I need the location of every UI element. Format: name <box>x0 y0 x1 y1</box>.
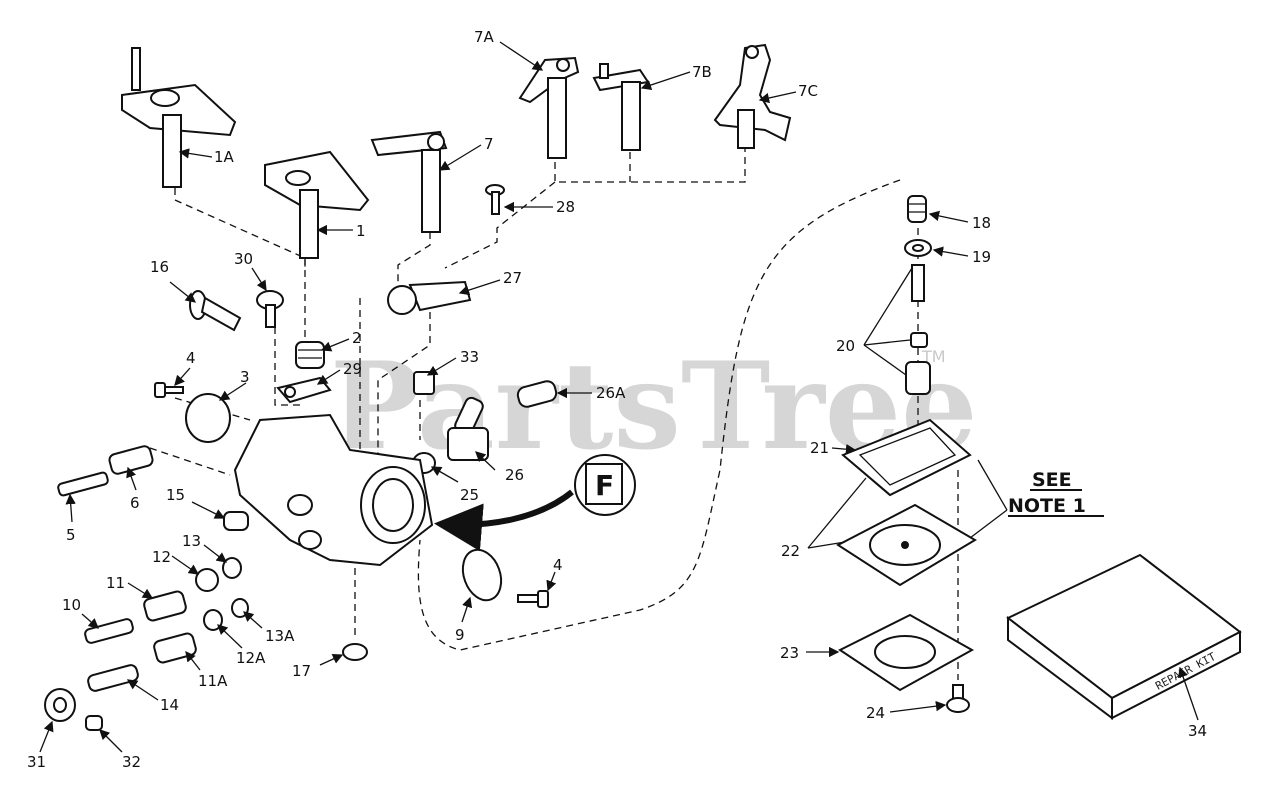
label-26A: 26A <box>596 384 626 402</box>
label-2: 2 <box>352 329 362 347</box>
label-16: 16 <box>150 258 169 276</box>
part-11A-spring <box>153 632 197 664</box>
label-17: 17 <box>292 662 311 680</box>
label-15: 15 <box>166 486 185 504</box>
label-7A: 7A <box>474 28 495 46</box>
label-1: 1 <box>356 222 366 240</box>
part-13A-washer <box>231 598 249 618</box>
part-labels: 1A 1 7 7A 7B 7C 28 27 16 30 2 29 33 26A … <box>27 28 1207 771</box>
label-9: 9 <box>455 626 465 644</box>
part-1A-throttle-shaft <box>121 47 237 188</box>
part-22-diaphragm <box>836 503 977 587</box>
part-7C-choke-shaft <box>713 43 792 149</box>
carburetor-body <box>233 413 434 567</box>
label-34: 34 <box>1188 722 1207 740</box>
label-11: 11 <box>106 574 125 592</box>
label-19: 19 <box>972 248 991 266</box>
label-27: 27 <box>503 269 522 287</box>
label-10: 10 <box>62 596 81 614</box>
part-5-screw <box>57 471 109 497</box>
part-7A-choke-shaft <box>518 56 580 159</box>
part-11-spring <box>143 590 187 622</box>
label-21: 21 <box>810 439 829 457</box>
label-18: 18 <box>972 214 991 232</box>
part-9-choke-plate <box>461 548 503 602</box>
part-7-choke-shaft <box>370 130 448 233</box>
label-12: 12 <box>152 548 171 566</box>
label-20: 20 <box>836 337 855 355</box>
part-26A-fitting <box>516 380 558 408</box>
reference-flag-F: F <box>574 454 636 516</box>
part-33-plug <box>413 371 435 395</box>
see-note-1: SEE NOTE 1 <box>1008 469 1104 517</box>
part-21-gasket <box>841 418 972 497</box>
label-6: 6 <box>130 494 140 512</box>
part-23-cover <box>838 613 975 692</box>
part-4-screw-lower <box>517 590 549 608</box>
part-12-packing <box>195 568 219 592</box>
label-26: 26 <box>505 466 524 484</box>
part-1-throttle-shaft <box>264 150 370 259</box>
part-15-plug <box>223 511 249 531</box>
leader-lines <box>39 41 1199 753</box>
label-24: 24 <box>866 704 885 722</box>
flag-arrow <box>434 489 574 552</box>
label-13: 13 <box>182 532 201 550</box>
label-7B: 7B <box>692 63 712 81</box>
label-4-lower: 4 <box>553 556 563 574</box>
part-24-screw <box>946 684 970 713</box>
part-16-shaft <box>189 290 242 332</box>
flag-letter: F <box>595 469 614 502</box>
label-3: 3 <box>240 368 250 386</box>
part-30-screw <box>256 290 284 328</box>
label-31: 31 <box>27 753 46 771</box>
label-33: 33 <box>460 348 479 366</box>
part-18-spring <box>907 195 927 223</box>
label-29: 29 <box>343 360 362 378</box>
label-11A: 11A <box>198 672 228 690</box>
label-28: 28 <box>556 198 575 216</box>
label-4-upper: 4 <box>186 349 196 367</box>
part-3-throttle-plate <box>185 393 231 443</box>
part-2-spring <box>295 341 325 369</box>
label-7: 7 <box>484 135 494 153</box>
part-27-clip <box>387 280 472 315</box>
label-1A: 1A <box>214 148 235 166</box>
part-14-main-needle <box>87 664 139 692</box>
part-7B-choke-shaft <box>592 63 650 151</box>
part-10-idle-needle <box>84 618 134 644</box>
label-30: 30 <box>234 250 253 268</box>
label-5: 5 <box>66 526 76 544</box>
label-25: 25 <box>460 486 479 504</box>
label-12A: 12A <box>236 649 266 667</box>
part-19-washer <box>904 239 932 257</box>
part-28-screw <box>485 184 505 215</box>
part-13-washer <box>222 557 242 579</box>
part-4-screw-upper <box>154 382 184 398</box>
part-31-nut <box>44 688 76 722</box>
label-22: 22 <box>781 542 800 560</box>
label-7C: 7C <box>798 82 818 100</box>
note-line-see: SEE <box>1032 469 1072 491</box>
part-32-plug <box>85 715 103 731</box>
part-20-needle-seat <box>905 264 931 395</box>
part-34-repair-kit: REPAIR KIT <box>1006 553 1242 720</box>
part-6-spring <box>108 445 154 475</box>
label-14: 14 <box>160 696 179 714</box>
label-13A: 13A <box>265 627 295 645</box>
part-17-plug <box>342 643 368 661</box>
label-23: 23 <box>780 644 799 662</box>
label-32: 32 <box>122 753 141 771</box>
trademark-mark: TM <box>921 347 946 366</box>
note-line-note1: NOTE 1 <box>1008 495 1086 517</box>
